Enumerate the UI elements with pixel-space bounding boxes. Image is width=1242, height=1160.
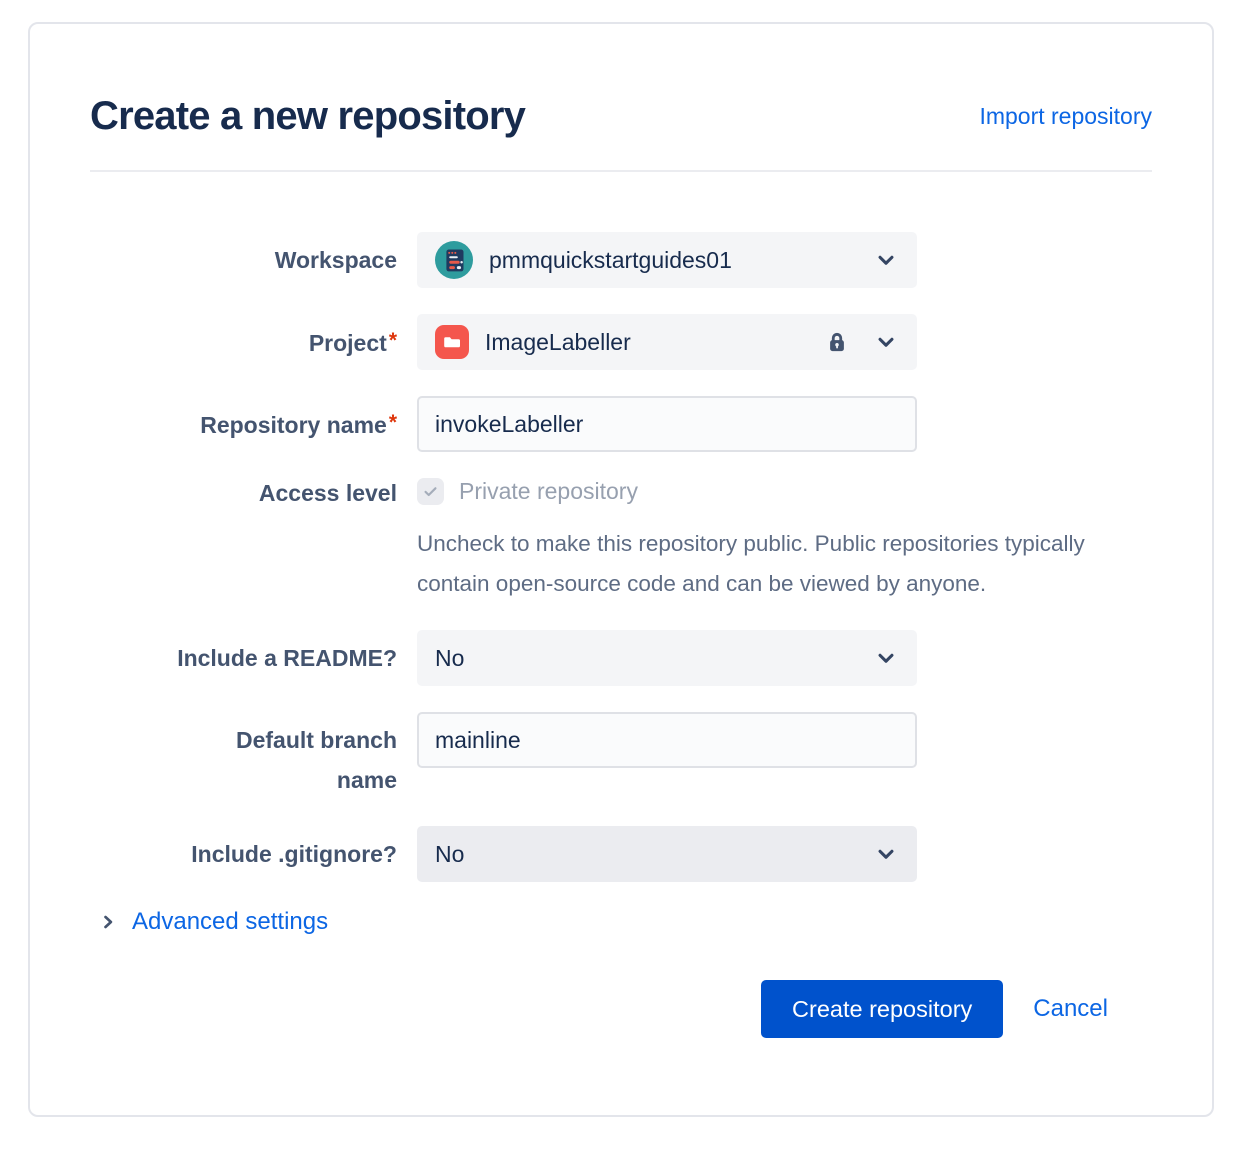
- workspace-label: Workspace: [274, 247, 397, 273]
- workspace-row: Workspace: [90, 232, 1152, 288]
- default-branch-input[interactable]: [417, 712, 917, 768]
- private-repository-label: Private repository: [459, 478, 638, 504]
- chevron-down-icon: [873, 329, 899, 355]
- check-icon: [424, 487, 437, 497]
- project-row: Project* ImageLabeller: [90, 314, 1152, 370]
- chevron-right-icon: [98, 912, 118, 932]
- project-label: Project*: [308, 329, 397, 356]
- workspace-dropdown[interactable]: pmmquickstartguides01: [417, 232, 917, 288]
- gitignore-label: Include .gitignore?: [191, 841, 397, 867]
- required-asterisk: *: [388, 329, 397, 352]
- advanced-settings-label: Advanced settings: [132, 908, 329, 935]
- import-repository-link[interactable]: Import repository: [979, 102, 1152, 129]
- required-asterisk: *: [388, 411, 397, 434]
- create-repository-button[interactable]: Create repository: [761, 980, 1004, 1038]
- gitignore-value: No: [435, 840, 465, 867]
- readme-label: Include a README?: [177, 645, 397, 671]
- create-repository-dialog: Create a new repository Import repositor…: [28, 22, 1214, 1117]
- readme-row: Include a README? No: [90, 630, 1152, 686]
- access-level-help-text: Uncheck to make this repository public. …: [417, 531, 1085, 596]
- default-branch-label: Default branch name: [235, 727, 397, 793]
- project-dropdown[interactable]: ImageLabeller: [417, 314, 917, 370]
- readme-value: No: [435, 644, 465, 671]
- repository-name-input[interactable]: [417, 396, 917, 452]
- default-branch-row: Default branch name: [90, 712, 1152, 800]
- header-divider: [90, 170, 1152, 172]
- chevron-down-icon: [873, 645, 899, 671]
- dialog-header: Create a new repository Import repositor…: [90, 92, 1152, 140]
- cancel-button[interactable]: Cancel: [1033, 995, 1108, 1022]
- readme-dropdown[interactable]: No: [417, 630, 917, 686]
- access-level-row: Access level Private repository Uncheck …: [90, 478, 1152, 604]
- gitignore-dropdown[interactable]: No: [417, 826, 917, 882]
- gitignore-row: Include .gitignore? No: [90, 826, 1152, 882]
- page-title: Create a new repository: [90, 94, 526, 138]
- dialog-actions: Create repository Cancel: [90, 980, 1108, 1038]
- chevron-down-icon: [873, 841, 899, 867]
- workspace-value: pmmquickstartguides01: [489, 246, 732, 273]
- repository-name-row: Repository name*: [90, 396, 1152, 452]
- private-repository-checkbox[interactable]: [417, 478, 444, 505]
- project-value: ImageLabeller: [485, 328, 631, 355]
- chevron-down-icon: [873, 247, 899, 273]
- repository-name-label: Repository name*: [200, 411, 397, 438]
- create-repository-form: Workspace: [90, 232, 1152, 1038]
- folder-icon: [435, 325, 469, 359]
- workspace-avatar: [435, 241, 473, 279]
- access-level-label: Access level: [258, 480, 397, 506]
- lock-icon: [823, 328, 851, 356]
- advanced-settings-toggle[interactable]: Advanced settings: [98, 908, 328, 936]
